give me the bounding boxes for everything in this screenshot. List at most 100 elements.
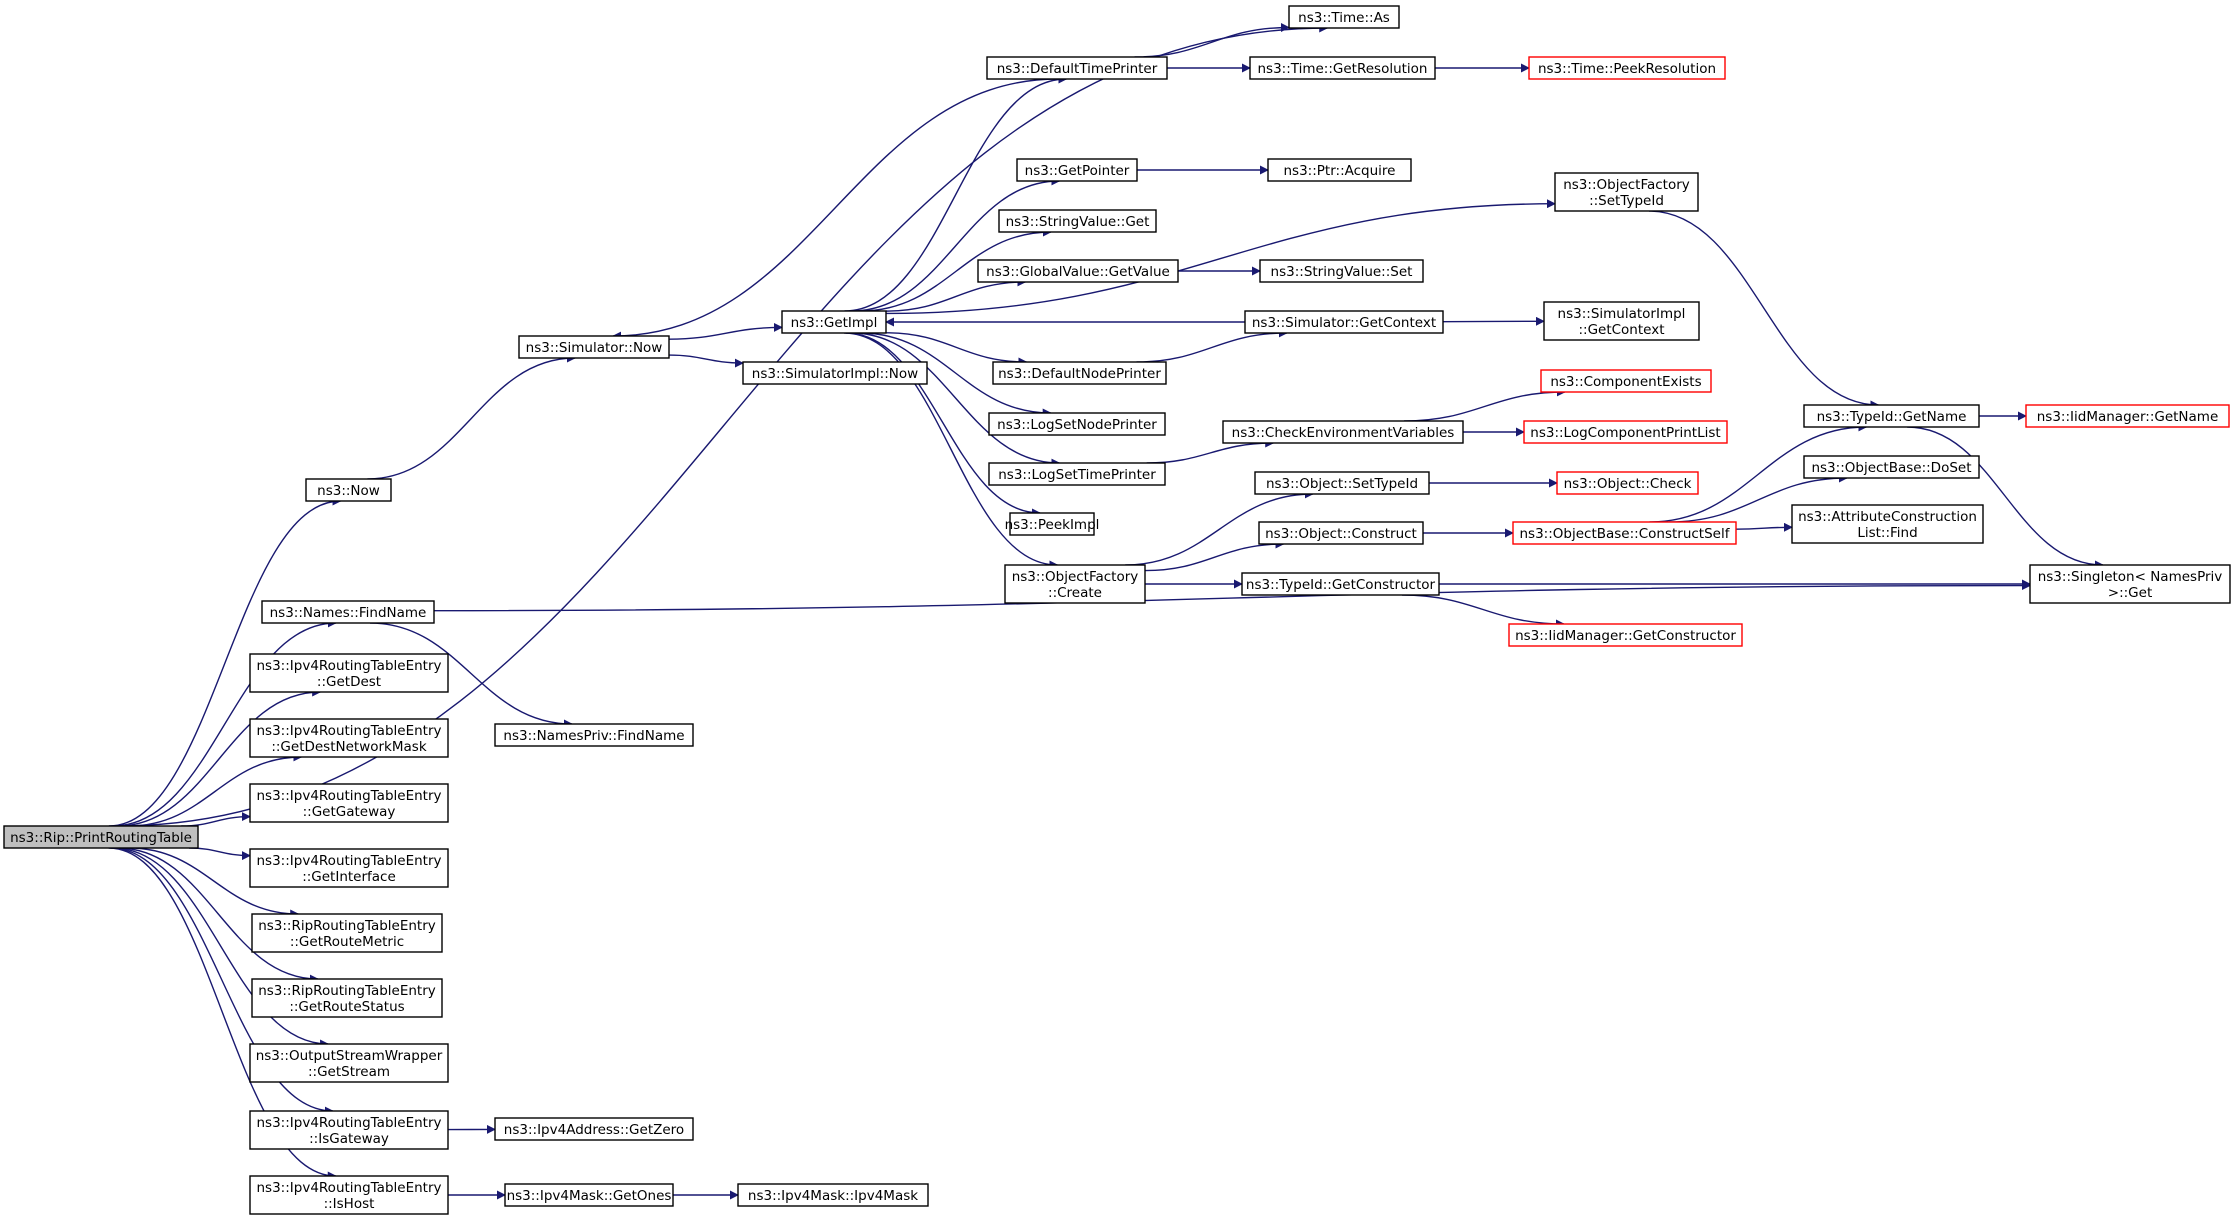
node-time_peek_resolution[interactable]: ns3::Time::PeekResolution <box>1528 56 1726 80</box>
node-box[interactable] <box>986 56 1168 80</box>
node-box[interactable] <box>1244 310 1444 334</box>
node-box[interactable] <box>251 913 443 953</box>
node-box[interactable] <box>1016 158 1138 182</box>
node-ipv4_get_dest[interactable]: ns3::Ipv4RoutingTableEntry::GetDest <box>249 653 449 693</box>
node-ipv4_mask_get_ones[interactable]: ns3::Ipv4Mask::GetOnes <box>504 1183 674 1207</box>
node-box[interactable] <box>3 825 199 849</box>
node-simulator_get_context[interactable]: ns3::Simulator::GetContext <box>1244 310 1444 334</box>
node-box[interactable] <box>998 209 1157 233</box>
node-box[interactable] <box>1554 172 1699 212</box>
node-object_set_type_id[interactable]: ns3::Object::SetTypeId <box>1254 471 1430 495</box>
node-box[interactable] <box>249 1110 449 1150</box>
node-box[interactable] <box>1528 56 1726 80</box>
node-object_base_do_set[interactable]: ns3::ObjectBase::DoSet <box>1803 455 1980 479</box>
node-box[interactable] <box>1222 420 1464 444</box>
node-string_value_get[interactable]: ns3::StringValue::Get <box>998 209 1157 233</box>
node-global_value_get_value[interactable]: ns3::GlobalValue::GetValue <box>977 259 1179 283</box>
node-box[interactable] <box>249 1043 449 1083</box>
node-log_set_time_printer[interactable]: ns3::LogSetTimePrinter <box>988 462 1166 486</box>
node-box[interactable] <box>1523 420 1728 444</box>
node-box[interactable] <box>518 335 670 359</box>
node-object_factory_set_type_id[interactable]: ns3::ObjectFactory::SetTypeId <box>1554 172 1699 212</box>
node-ipv4_get_interface[interactable]: ns3::Ipv4RoutingTableEntry::GetInterface <box>249 848 449 888</box>
node-box[interactable] <box>1267 158 1412 182</box>
node-box[interactable] <box>504 1183 674 1207</box>
node-box[interactable] <box>1512 521 1737 545</box>
node-ns3_now[interactable]: ns3::Now <box>305 478 392 502</box>
node-object_check[interactable]: ns3::Object::Check <box>1556 471 1699 495</box>
node-ipv4_is_gateway[interactable]: ns3::Ipv4RoutingTableEntry::IsGateway <box>249 1110 449 1150</box>
node-log_set_node_printer[interactable]: ns3::LogSetNodePrinter <box>988 412 1166 436</box>
node-get_impl[interactable]: ns3::GetImpl <box>781 310 887 334</box>
node-singleton_get[interactable]: ns3::Singleton< NamesPriv >::Get <box>2029 564 2231 604</box>
node-box[interactable] <box>251 978 443 1018</box>
node-box[interactable] <box>249 848 449 888</box>
node-box[interactable] <box>1241 572 1440 596</box>
node-box[interactable] <box>988 462 1166 486</box>
node-default_node_printer[interactable]: ns3::DefaultNodePrinter <box>992 361 1167 385</box>
node-ipv4_get_dest_mask[interactable]: ns3::Ipv4RoutingTableEntry::GetDestNetwo… <box>249 718 449 758</box>
node-box[interactable] <box>249 783 449 823</box>
node-iid_manager_get_constructor[interactable]: ns3::IidManager::GetConstructor <box>1508 623 1743 647</box>
node-box[interactable] <box>1508 623 1743 647</box>
node-box[interactable] <box>992 361 1167 385</box>
node-box[interactable] <box>1254 471 1430 495</box>
node-box[interactable] <box>305 478 392 502</box>
node-simulator_impl_get_context[interactable]: ns3::SimulatorImpl::GetContext <box>1543 301 1700 341</box>
node-simulator_impl_now[interactable]: ns3::SimulatorImpl::Now <box>742 361 928 385</box>
node-box[interactable] <box>249 653 449 693</box>
node-rip_get_route_status[interactable]: ns3::RipRoutingTableEntry::GetRouteStatu… <box>251 978 443 1018</box>
node-ipv4_mask_ctor[interactable]: ns3::Ipv4Mask::Ipv4Mask <box>737 1183 929 1207</box>
node-box[interactable] <box>1556 471 1699 495</box>
node-box[interactable] <box>1791 504 1984 544</box>
node-rip_get_route_metric[interactable]: ns3::RipRoutingTableEntry::GetRouteMetri… <box>251 913 443 953</box>
node-output_stream_get_stream[interactable]: ns3::OutputStreamWrapper::GetStream <box>249 1043 449 1083</box>
node-box[interactable] <box>261 600 435 624</box>
node-box[interactable] <box>1803 404 1980 428</box>
node-object_factory_create[interactable]: ns3::ObjectFactory::Create <box>1004 564 1146 604</box>
node-time_as[interactable]: ns3::Time::As <box>1288 5 1400 29</box>
node-peek_impl[interactable]: ns3::PeekImpl <box>1005 512 1100 536</box>
node-box[interactable] <box>1009 512 1095 536</box>
node-box[interactable] <box>977 259 1179 283</box>
node-box[interactable] <box>1803 455 1980 479</box>
node-box[interactable] <box>1004 564 1146 604</box>
node-box[interactable] <box>249 718 449 758</box>
node-box[interactable] <box>2029 564 2231 604</box>
node-ipv4_is_host[interactable]: ns3::Ipv4RoutingTableEntry::IsHost <box>249 1175 449 1215</box>
node-string_value_set[interactable]: ns3::StringValue::Set <box>1259 259 1424 283</box>
node-box[interactable] <box>737 1183 929 1207</box>
node-box[interactable] <box>1543 301 1700 341</box>
node-box[interactable] <box>1540 369 1712 393</box>
node-box[interactable] <box>781 310 887 334</box>
node-object_construct[interactable]: ns3::Object::Construct <box>1258 521 1424 545</box>
node-ptr_acquire[interactable]: ns3::Ptr::Acquire <box>1267 158 1412 182</box>
node-box[interactable] <box>1258 521 1424 545</box>
node-box[interactable] <box>1259 259 1424 283</box>
node-box[interactable] <box>988 412 1166 436</box>
node-ipv4_get_gateway[interactable]: ns3::Ipv4RoutingTableEntry::GetGateway <box>249 783 449 823</box>
node-box[interactable] <box>1288 5 1400 29</box>
node-box[interactable] <box>1249 56 1436 80</box>
node-box[interactable] <box>742 361 928 385</box>
node-get_pointer[interactable]: ns3::GetPointer <box>1016 158 1138 182</box>
node-box[interactable] <box>494 1117 694 1141</box>
node-check_env_vars[interactable]: ns3::CheckEnvironmentVariables <box>1222 420 1464 444</box>
node-object_base_construct_self[interactable]: ns3::ObjectBase::ConstructSelf <box>1512 521 1737 545</box>
node-log_component_print_list[interactable]: ns3::LogComponentPrintList <box>1523 420 1728 444</box>
node-box[interactable] <box>249 1175 449 1215</box>
node-names_find_name[interactable]: ns3::Names::FindName <box>261 600 435 624</box>
node-time_get_resolution[interactable]: ns3::Time::GetResolution <box>1249 56 1436 80</box>
node-names_priv_find_name[interactable]: ns3::NamesPriv::FindName <box>494 723 694 747</box>
node-box[interactable] <box>2025 404 2230 428</box>
node-component_exists[interactable]: ns3::ComponentExists <box>1540 369 1712 393</box>
node-simulator_now[interactable]: ns3::Simulator::Now <box>518 335 670 359</box>
node-box[interactable] <box>494 723 694 747</box>
node-iid_manager_get_name[interactable]: ns3::IidManager::GetName <box>2025 404 2230 428</box>
node-type_id_get_constructor[interactable]: ns3::TypeId::GetConstructor <box>1241 572 1440 596</box>
node-default_time_printer[interactable]: ns3::DefaultTimePrinter <box>986 56 1168 80</box>
node-type_id_get_name[interactable]: ns3::TypeId::GetName <box>1803 404 1980 428</box>
node-rip_print[interactable]: ns3::Rip::PrintRoutingTable <box>3 825 199 849</box>
node-ipv4_address_get_zero[interactable]: ns3::Ipv4Address::GetZero <box>494 1117 694 1141</box>
